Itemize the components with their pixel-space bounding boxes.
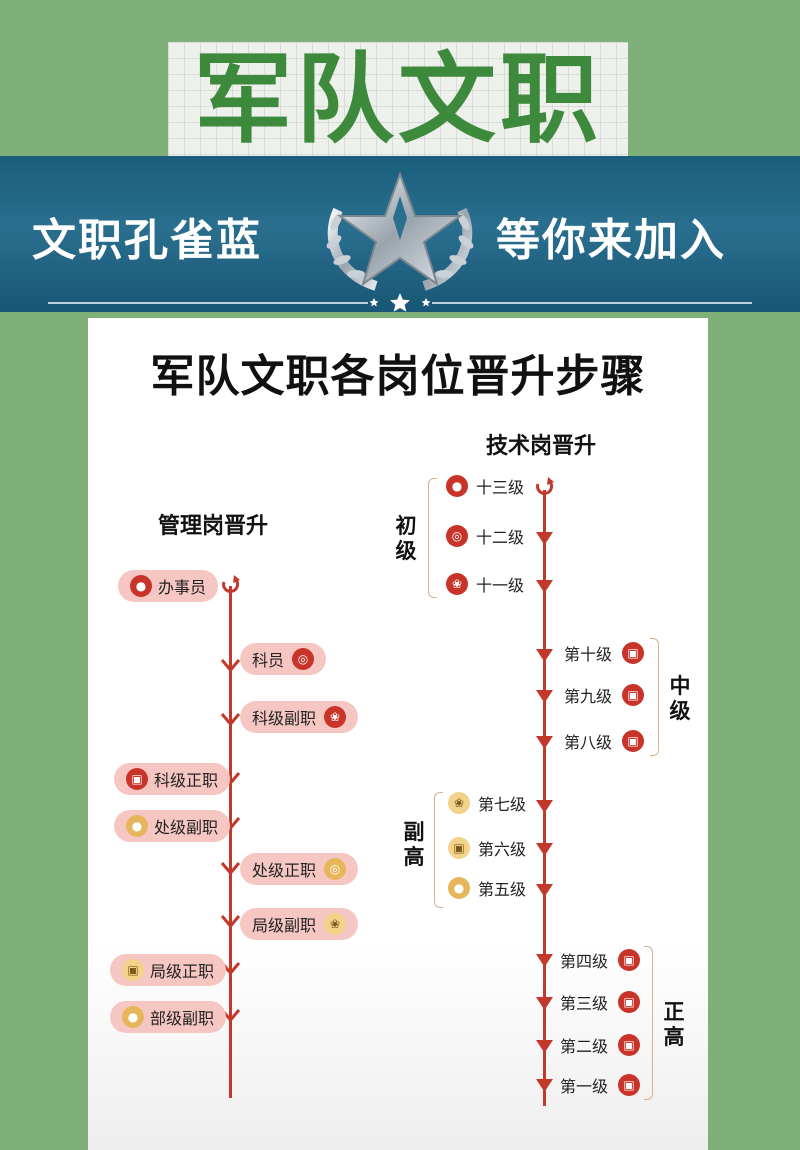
mgmt-step-bureau-chief: ▣ 局级正职 xyxy=(110,954,227,986)
target-icon: ◎ xyxy=(324,858,347,880)
divider-right xyxy=(432,302,752,304)
step-label: 局级副职 xyxy=(252,916,317,935)
group-associate-senior: 副高 xyxy=(403,820,425,869)
technical-start-hook-icon xyxy=(536,477,554,495)
person-icon: ● xyxy=(446,475,468,497)
people-icon: ● xyxy=(448,877,470,899)
step-label: 第九级 xyxy=(564,687,613,706)
mgmt-step-section-deputy: 科级副职 ❀ xyxy=(240,701,359,733)
brace-intermediate xyxy=(650,638,659,756)
technical-arrows xyxy=(536,532,553,1092)
mgmt-step-clerk: ● 办事员 xyxy=(118,570,219,602)
tech-step-2: 第二级 ▣ xyxy=(560,1032,641,1058)
building-icon: ▣ xyxy=(448,837,470,859)
tech-step-5: ● 第五级 xyxy=(448,875,526,901)
management-header: 管理岗晋升 xyxy=(158,514,269,539)
star-row-icon xyxy=(369,293,431,312)
technical-timeline xyxy=(543,490,546,1106)
tech-step-6: ▣ 第六级 xyxy=(448,835,526,861)
group-senior: 正高 xyxy=(663,1000,685,1049)
tech-step-4: 第四级 ▣ xyxy=(560,947,641,973)
building-icon: ▣ xyxy=(618,949,641,971)
mgmt-step-ministry-deputy: ● 部级副职 xyxy=(110,1001,227,1033)
clover-icon: ❀ xyxy=(446,573,468,595)
building-icon: ▣ xyxy=(122,959,144,981)
tech-step-13: ● 十三级 xyxy=(446,473,524,499)
tech-step-9: 第九级 ▣ xyxy=(564,682,645,708)
person-icon: ● xyxy=(126,815,148,837)
step-label: 第四级 xyxy=(560,952,609,971)
step-label: 十三级 xyxy=(476,478,525,497)
mgmt-step-division-chief: 处级正职 ◎ xyxy=(240,853,359,885)
title-banner: 军队文职 xyxy=(168,42,628,158)
clover-icon: ❀ xyxy=(324,706,347,728)
main-title: 军队文职 xyxy=(193,43,602,157)
step-label: 局级正职 xyxy=(150,962,215,981)
tech-step-8: 第八级 ▣ xyxy=(564,728,645,754)
building-icon: ▣ xyxy=(126,768,148,790)
step-label: 科级副职 xyxy=(252,709,317,728)
promotion-card: 军队文职各岗位晋升步骤 管理岗晋升 ● 办事员 科员 ◎ 科级副职 ❀ ▣ 科级… xyxy=(88,318,708,1150)
step-label: 第三级 xyxy=(560,994,609,1013)
management-timeline xyxy=(229,586,232,1098)
brace-junior xyxy=(428,478,437,598)
clover-icon: ❀ xyxy=(324,913,347,935)
mgmt-step-bureau-deputy: 局级副职 ❀ xyxy=(240,908,359,940)
step-label: 科级正职 xyxy=(154,771,219,790)
mgmt-step-section-chief: ▣ 科级正职 xyxy=(114,763,231,795)
group-intermediate: 中级 xyxy=(669,674,691,723)
step-label: 第十级 xyxy=(564,645,613,664)
step-label: 部级副职 xyxy=(150,1009,215,1028)
management-start-hook-icon xyxy=(222,575,240,593)
step-label: 办事员 xyxy=(158,578,207,597)
step-label: 第二级 xyxy=(560,1037,609,1056)
mgmt-step-staff: 科员 ◎ xyxy=(240,643,327,675)
step-label: 第六级 xyxy=(478,840,527,859)
people-icon: ● xyxy=(122,1006,144,1028)
tech-step-10: 第十级 ▣ xyxy=(564,640,645,666)
step-label: 科员 xyxy=(252,651,285,670)
step-label: 第一级 xyxy=(560,1077,609,1096)
slogan-right: 等你来加入 xyxy=(496,215,726,266)
person-icon: ● xyxy=(130,575,152,597)
tech-step-12: ◎ 十二级 xyxy=(446,523,524,549)
building-icon: ▣ xyxy=(622,642,645,664)
building-icon: ▣ xyxy=(618,991,641,1013)
tech-step-3: 第三级 ▣ xyxy=(560,989,641,1015)
building-icon: ▣ xyxy=(618,1074,641,1096)
target-icon: ◎ xyxy=(292,648,315,670)
divider-left xyxy=(48,302,368,304)
clover-icon: ❀ xyxy=(448,792,470,814)
tech-step-11: ❀ 十一级 xyxy=(446,571,524,597)
step-label: 第八级 xyxy=(564,733,613,752)
brace-senior xyxy=(644,946,653,1100)
group-junior: 初级 xyxy=(395,514,417,563)
slogan-left: 文职孔雀蓝 xyxy=(32,215,262,266)
star-emblem-icon xyxy=(326,171,474,291)
mgmt-step-division-deputy: ● 处级副职 xyxy=(114,810,231,842)
building-icon: ▣ xyxy=(618,1034,641,1056)
brace-associate-senior xyxy=(434,792,443,908)
step-label: 十二级 xyxy=(476,528,525,547)
building-icon: ▣ xyxy=(622,730,645,752)
technical-header: 技术岗晋升 xyxy=(486,434,597,459)
step-label: 十一级 xyxy=(476,576,525,595)
tech-step-7: ❀ 第七级 xyxy=(448,790,526,816)
step-label: 第七级 xyxy=(478,795,527,814)
step-label: 处级正职 xyxy=(252,861,317,880)
card-title: 军队文职各岗位晋升步骤 xyxy=(150,351,646,402)
step-label: 处级副职 xyxy=(154,818,219,837)
target-icon: ◎ xyxy=(446,525,468,547)
step-label: 第五级 xyxy=(478,880,527,899)
building-icon: ▣ xyxy=(622,684,645,706)
tech-step-1: 第一级 ▣ xyxy=(560,1072,641,1098)
